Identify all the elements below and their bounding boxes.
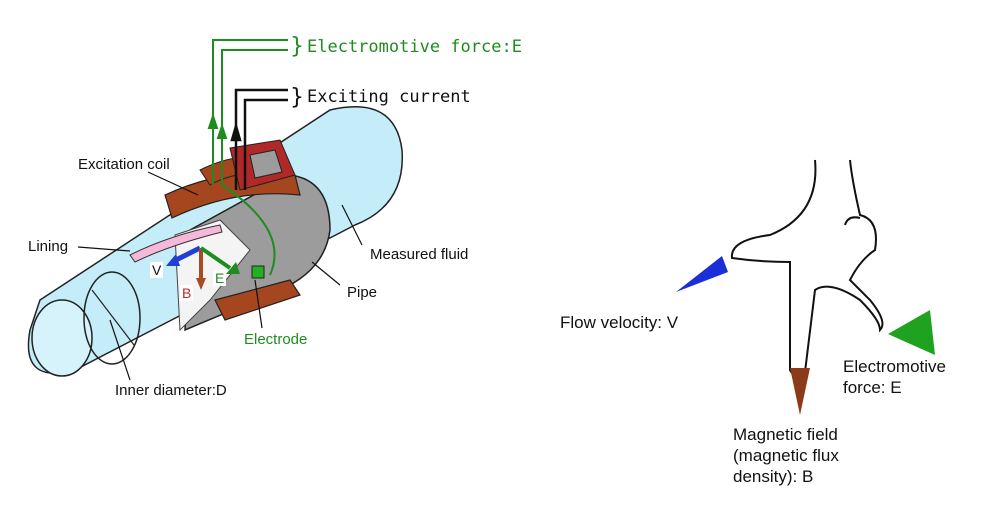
lining-label: Lining: [28, 238, 69, 255]
velocity-label: Flow velocity: V: [560, 313, 679, 332]
e-tag: E: [213, 270, 227, 286]
vector-e: [199, 246, 240, 274]
right-hand: [730, 159, 884, 377]
current-wires: [230, 88, 288, 190]
inner-diameter-ring: [83, 271, 141, 365]
field-label-line3: density): B: [733, 467, 814, 486]
emf-brace: }: [290, 34, 304, 59]
pipe-interior: [174, 219, 251, 332]
electrode-label: Electrode: [244, 331, 308, 348]
b-tag: B: [180, 285, 194, 301]
diameter-label: Inner diameter:D: [115, 382, 227, 399]
pipe-label: Pipe: [347, 284, 378, 301]
emf-wires: [207, 39, 288, 276]
emf-label: Electromotive force: E: [843, 356, 946, 398]
emf-label-line2: force: E: [843, 378, 902, 397]
leader-lines: [77, 171, 363, 381]
emf-label-line1: Electromotive: [843, 357, 946, 376]
field-label-line1: Magnetic field: [733, 425, 838, 444]
current-signal-label: Exciting current: [307, 87, 471, 107]
field-label: Magnetic field (magnetic flux density): …: [733, 424, 839, 487]
vector-b: [196, 248, 206, 290]
emf-signal-label: Electromotive force:E: [307, 37, 522, 57]
fluid-label: Measured fluid: [370, 246, 469, 263]
lining: [129, 224, 223, 263]
v-tag: V: [150, 262, 164, 278]
velocity-arrowhead: [676, 256, 728, 292]
vector-v: [166, 245, 202, 266]
emf-arrowhead: [888, 310, 935, 355]
current-brace: }: [290, 85, 304, 110]
diameter-arrow: [91, 289, 135, 346]
electrode: [251, 265, 265, 279]
coil-label: Excitation coil: [78, 156, 170, 173]
field-arrowhead: [790, 368, 810, 415]
field-label-line2: (magnetic flux: [733, 446, 839, 465]
